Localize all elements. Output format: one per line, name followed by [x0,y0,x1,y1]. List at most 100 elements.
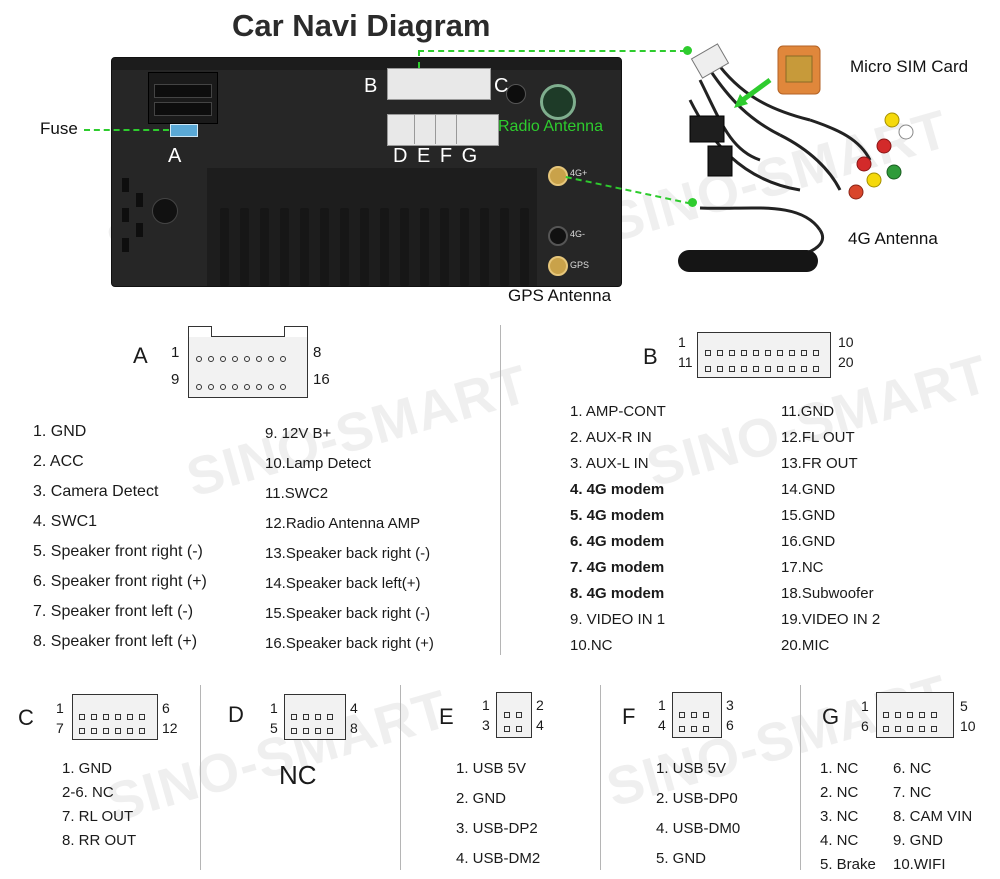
connector-a-title: A [133,343,148,368]
harness-pointer [418,50,686,52]
connector-e-title: E [439,704,454,729]
connector-g-pin-label: 1 [861,698,869,714]
connector-a-pin: 16.Speaker back right (+) [265,635,434,652]
port-c-label: C [494,75,509,97]
connector-b-pin: 6. 4G modem [570,533,665,550]
fuse-label: Fuse [40,119,78,138]
radio-antenna-label: Radio Antenna [498,118,603,135]
connector-a-pin: 4. SWC1 [33,513,98,530]
connector-d-pin-label: 8 [350,720,358,736]
connector-a-pin: 9. 12V B+ [265,425,332,442]
harness-pointer-dot [683,46,692,55]
connector-e-pin: 4. USB-DM2 [456,850,541,867]
connector-e-drawing [496,692,532,738]
connector-f-pin: 2. USB-DP0 [656,790,738,807]
connector-b-pin: 13.FR OUT [781,455,858,472]
gps-antenna-socket [548,256,568,276]
separator [600,685,601,870]
gps-antenna-label: GPS Antenna [508,286,612,305]
connector-b-pin-label: 10 [838,334,854,350]
connector-b-pin: 4. 4G modem [570,481,665,498]
connector-f-pin: 5. GND [656,850,707,867]
connector-e-pin-label: 2 [536,697,544,713]
connector-a-pin: 11.SWC2 [265,485,329,502]
connector-a-pin: 12.Radio Antenna AMP [265,515,421,532]
connector-e-pin: 1. USB 5V [456,760,527,777]
connector-f-pin-label: 1 [658,697,666,713]
connector-f-title: F [622,704,636,729]
connector-b-pin-label: 11 [678,354,693,370]
fuse-body [170,124,198,137]
connector-a-pin: 15.Speaker back right (-) [265,605,431,622]
connector-g-title: G [822,704,840,729]
connector-b-pin: 3. AUX-L IN [570,455,649,472]
antenna-4g-plus-socket [548,166,568,186]
connector-a-pin: 1. GND [33,423,87,440]
connector-c-pin-label: 7 [56,720,64,736]
micro-sim-label: Micro SIM Card [850,57,969,76]
port-a-label: A [168,145,182,167]
connector-a-pin-label: 16 [313,371,330,388]
connector-b-pin-label: 20 [838,354,854,370]
connector-b-pin: 20.MIC [781,637,830,654]
unit-4g-minus-label: 4G- [570,229,586,239]
connector-b-pin: 8. 4G modem [570,585,665,602]
connector-a-pin: 10.Lamp Detect [265,455,371,472]
connector-e-pin-label: 3 [482,717,490,733]
separator [400,685,401,870]
connector-e-pin-label: 4 [536,717,544,733]
fuse-pointer [84,129,169,131]
connector-defg-housing [387,114,499,146]
connector-g-pin: 7. NC [893,784,932,801]
connector-b-pin: 15.GND [781,507,836,524]
connector-b-pin: 5. 4G modem [570,507,665,524]
connector-g-pin: 5. Brake [820,856,876,873]
connector-a-pin: 13.Speaker back right (-) [265,545,431,562]
connector-b-pin: 19.VIDEO IN 2 [781,611,881,628]
connector-a-pin: 2. ACC [33,453,84,470]
connector-c-pin: 7. RL OUT [62,808,134,825]
harness-pointer-vertical [418,50,420,68]
connector-d-pin-label: 4 [350,700,358,716]
connector-b-pin: 7. 4G modem [570,559,665,576]
connector-g-pin-label: 10 [960,718,976,734]
connector-c-drawing [72,694,158,740]
connector-g-pin: 2. NC [820,784,859,801]
connector-a-pin: 8. Speaker front left (+) [33,633,198,650]
ports-defg-label: D E F G [393,145,480,167]
antenna-4g-label: 4G Antenna [848,229,938,248]
connector-c-pin-label: 1 [56,700,64,716]
connector-d-title: D [228,702,244,727]
separator [800,685,801,870]
connector-c-pin-label: 12 [162,720,178,736]
connector-b-title: B [643,344,658,369]
connector-b-pin-label: 1 [678,334,686,350]
connector-d-nc: NC [279,760,317,790]
connector-a-pin-label: 9 [171,371,180,388]
connector-g-pin-label: 5 [960,698,968,714]
connector-d-pin-label: 1 [270,700,278,716]
connector-b-pin: 17.NC [781,559,824,576]
port-b-label: B [364,75,378,97]
connector-e-pin: 3. USB-DP2 [456,820,538,837]
unit-4g-plus-label: 4G+ [570,168,588,178]
connector-b-pin: 14.GND [781,481,836,498]
connector-e-pin-label: 1 [482,697,490,713]
radio-antenna-socket [540,84,576,120]
connector-f-pin-label: 6 [726,717,734,733]
unit-gps-label: GPS [570,260,590,270]
connector-c-pin-label: 6 [162,700,170,716]
connector-g-pin: 8. CAM VIN [893,808,973,825]
connector-g-pin: 6. NC [893,760,932,777]
connector-a-pin-label: 8 [313,344,322,361]
separator [200,685,201,870]
connector-g-pin: 1. NC [820,760,859,777]
connector-a-pin: 7. Speaker front left (-) [33,603,194,620]
connector-f-drawing [672,692,722,738]
connector-a-pin-label: 1 [171,344,180,361]
cable-harness-illustration [678,43,914,272]
connector-b-pin: 16.GND [781,533,836,550]
connector-d-drawing [284,694,346,740]
connector-f-pin: 4. USB-DM0 [656,820,741,837]
connector-g-drawing [876,692,954,738]
